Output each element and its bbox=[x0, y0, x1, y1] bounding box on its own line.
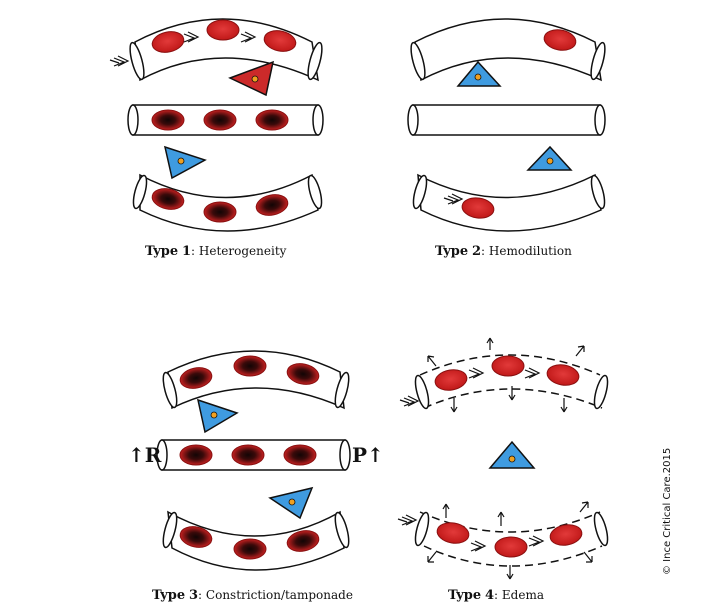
caption-separator: : bbox=[198, 588, 203, 602]
red-blood-cell bbox=[286, 363, 320, 385]
red-blood-cell bbox=[151, 31, 185, 53]
copyright-text: © Ince Critical Care.2015 bbox=[662, 447, 673, 575]
red-blood-cell bbox=[546, 364, 580, 386]
red-blood-cell bbox=[491, 355, 525, 377]
leak-arrows bbox=[427, 501, 593, 580]
caption-separator: : bbox=[191, 244, 196, 258]
vessel-curved-down bbox=[132, 173, 323, 232]
triple-arrow-icon bbox=[397, 514, 545, 552]
caption-type-word: Type bbox=[448, 588, 482, 603]
caption-description: Constriction/tamponade bbox=[205, 588, 353, 602]
red-blood-cell bbox=[543, 29, 577, 51]
triangle-cell-icon bbox=[456, 60, 502, 87]
pressure-label: P↑ bbox=[352, 443, 384, 467]
caption-type-2: Type 2: Hemodilution bbox=[435, 244, 572, 259]
red-blood-cell bbox=[436, 522, 470, 544]
vessel-curved-down-leaky bbox=[414, 511, 609, 567]
caption-type-number: 3 bbox=[189, 588, 199, 603]
red-blood-cell bbox=[255, 194, 289, 216]
red-blood-cell bbox=[461, 197, 495, 219]
triple-arrow-icon bbox=[399, 367, 541, 407]
caption-separator: : bbox=[481, 244, 486, 258]
red-blood-cell bbox=[233, 538, 267, 560]
caption-type-number: 2 bbox=[472, 244, 482, 259]
triangle-cell-icon bbox=[196, 398, 239, 434]
vessel-curved-up-leaky bbox=[414, 354, 609, 410]
panel-type-2 bbox=[407, 18, 606, 232]
red-blood-cell bbox=[179, 526, 213, 548]
red-blood-cell bbox=[203, 201, 237, 223]
caption-separator: : bbox=[494, 588, 499, 602]
vessel-straight bbox=[407, 104, 606, 136]
triangle-cell-icon bbox=[268, 486, 314, 520]
red-blood-cell bbox=[179, 367, 213, 389]
caption-type-4: Type 4: Edema bbox=[448, 588, 544, 603]
red-blood-cell bbox=[206, 19, 240, 41]
triple-arrow-icon bbox=[443, 193, 464, 205]
triangle-cell-icon bbox=[526, 145, 573, 171]
red-blood-cell bbox=[549, 524, 583, 546]
panel-type-3 bbox=[156, 350, 351, 571]
red-blood-cell bbox=[233, 355, 267, 377]
red-blood-cell bbox=[283, 444, 317, 466]
panel-type-4 bbox=[397, 337, 609, 580]
red-blood-cell bbox=[231, 444, 265, 466]
red-blood-cell bbox=[151, 188, 185, 210]
red-blood-cell bbox=[494, 536, 528, 558]
red-blood-cell bbox=[179, 444, 213, 466]
triple-arrow-icon bbox=[109, 31, 257, 67]
vessel-curved-down bbox=[412, 173, 606, 232]
caption-type-number: 4 bbox=[485, 588, 495, 603]
red-blood-cell bbox=[255, 109, 289, 131]
caption-type-number: 1 bbox=[182, 244, 192, 259]
caption-type-word: Type bbox=[145, 244, 179, 259]
caption-type-3: Type 3: Constriction/tamponade bbox=[152, 588, 353, 603]
caption-type-1: Type 1: Heterogeneity bbox=[145, 244, 286, 259]
red-blood-cell bbox=[263, 30, 297, 52]
red-blood-cell bbox=[203, 109, 237, 131]
vessel-curved-up bbox=[410, 18, 606, 82]
resistance-label: ↑R bbox=[128, 443, 162, 467]
triangle-cell-icon bbox=[488, 440, 536, 469]
caption-type-word: Type bbox=[152, 588, 186, 603]
caption-description: Heterogeneity bbox=[198, 244, 287, 258]
leak-arrows bbox=[427, 337, 585, 413]
red-blood-cell bbox=[286, 530, 320, 552]
red-blood-cell bbox=[151, 109, 185, 131]
triangle-cell-icon bbox=[228, 60, 275, 97]
caption-description: Hemodilution bbox=[488, 244, 572, 258]
triangle-cell-icon bbox=[163, 145, 207, 180]
red-blood-cell bbox=[434, 369, 468, 391]
panel-type-1 bbox=[109, 18, 324, 232]
caption-description: Edema bbox=[501, 588, 544, 602]
caption-type-word: Type bbox=[435, 244, 469, 259]
